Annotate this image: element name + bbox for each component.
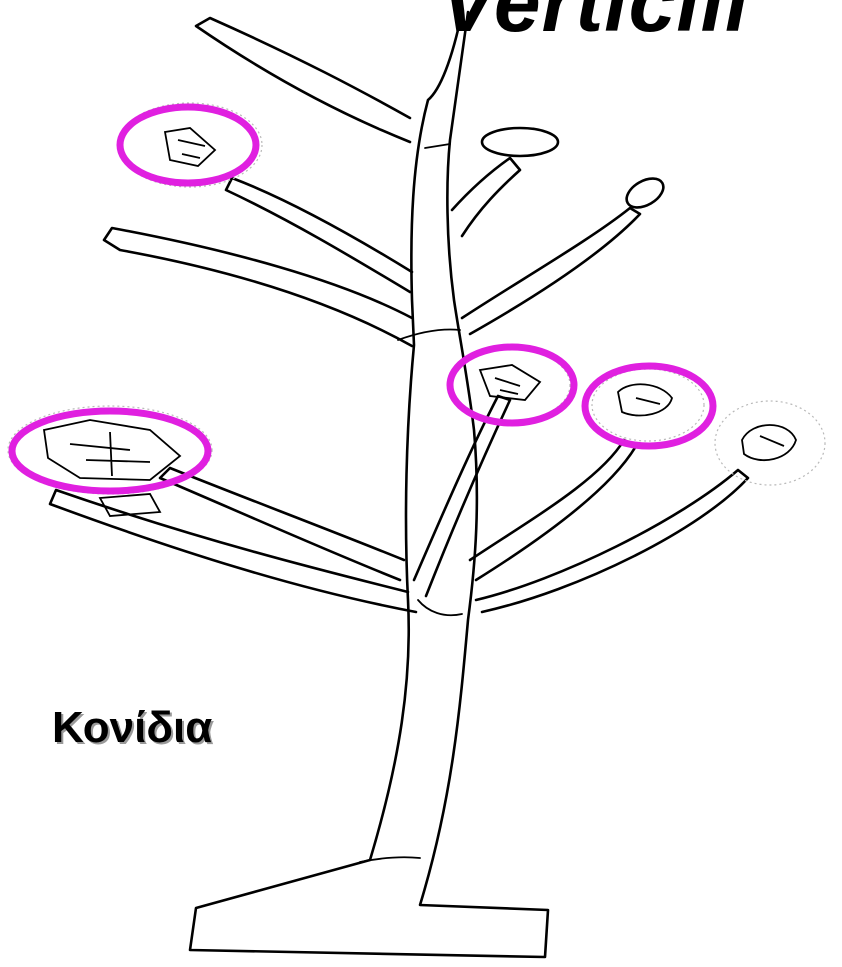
- highlight-rings: [12, 107, 713, 491]
- conidia-label: Κονίδια: [52, 703, 212, 753]
- highlight-ring-top-left: [120, 107, 256, 183]
- highlight-ring-right: [585, 366, 713, 446]
- main-stalk: [190, 12, 548, 957]
